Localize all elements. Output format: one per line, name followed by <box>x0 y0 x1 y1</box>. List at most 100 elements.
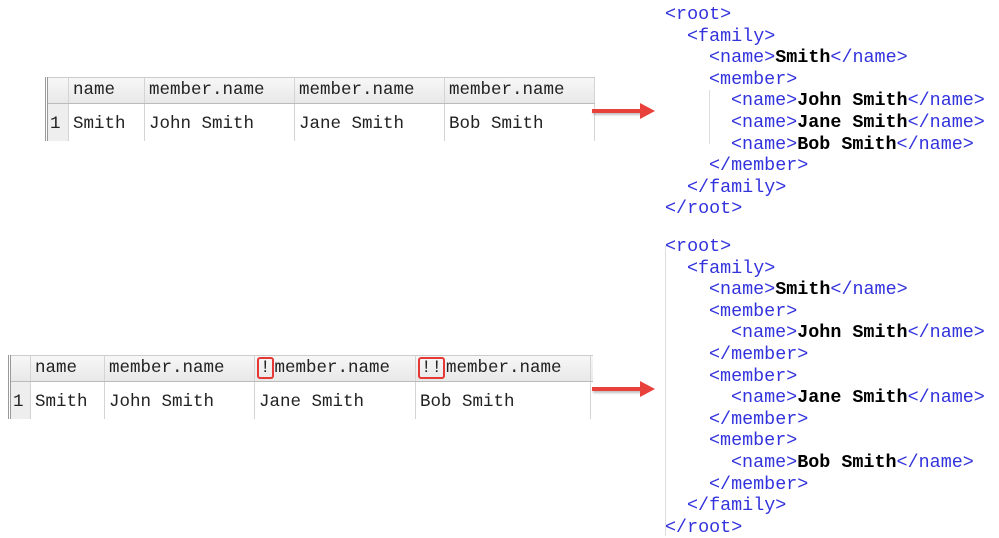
xml-tag: <name> <box>709 47 776 69</box>
xml-tag: <name> <box>731 133 798 155</box>
xml-line: <member> <box>665 69 985 91</box>
xml-line: <name>John Smith</name> <box>665 90 985 112</box>
column-header[interactable]: member.name <box>295 78 445 103</box>
xml-tag: </root> <box>665 198 743 220</box>
indent-guide <box>665 246 666 536</box>
xml-tag: <member> <box>709 68 798 90</box>
xml-tag: <root> <box>665 236 732 257</box>
xml-line: <member> <box>665 430 985 452</box>
xml-value: Bob Smith <box>797 451 897 473</box>
xml-line: <name>Jane Smith</name> <box>665 112 985 134</box>
prefix-highlight: ! <box>257 357 274 379</box>
xml-line: <name>John Smith</name> <box>665 322 985 344</box>
xml-line: <family> <box>665 258 985 280</box>
spreadsheet-table-2: name member.name !member.name !!member.n… <box>8 355 593 419</box>
xml-output-1: <root><family><name>Smith</name><member>… <box>665 4 985 220</box>
xml-line: <name>Bob Smith</name> <box>665 452 985 474</box>
xml-line: <name>Jane Smith</name> <box>665 387 985 409</box>
xml-close-tag: </name> <box>907 387 985 409</box>
table-cell[interactable]: Jane Smith <box>295 104 445 141</box>
table-row: 1 Smith John Smith Jane Smith Bob Smith <box>11 382 593 419</box>
prefix-highlight: !! <box>418 357 446 379</box>
xml-tag: </member> <box>709 408 809 430</box>
column-header[interactable]: name <box>31 356 105 381</box>
xml-tag: <name> <box>731 322 798 344</box>
xml-close-tag: </name> <box>896 451 974 473</box>
row-number: 1 <box>11 382 31 419</box>
xml-tag: </member> <box>709 155 809 177</box>
xml-value: Jane Smith <box>797 387 908 409</box>
column-header[interactable]: member.name <box>105 356 255 381</box>
spreadsheet-table-1: name member.name member.name member.name… <box>45 77 595 141</box>
xml-line: <family> <box>665 26 985 48</box>
xml-tag: </member> <box>709 473 809 495</box>
xml-tag: <family> <box>687 257 776 279</box>
xml-close-tag: </name> <box>896 133 974 155</box>
column-header-label: member.name <box>446 358 562 378</box>
xml-line: </member> <box>665 344 985 366</box>
table-cell[interactable]: John Smith <box>105 382 255 419</box>
xml-line: <name>Smith</name> <box>665 279 985 301</box>
column-header[interactable]: member.name <box>445 78 595 103</box>
xml-line: <member> <box>665 366 985 388</box>
xml-line: </member> <box>665 474 985 496</box>
xml-line: <name>Smith</name> <box>665 47 985 69</box>
xml-output-2: <root><family><name>Smith</name><member>… <box>665 236 985 538</box>
xml-close-tag: </name> <box>830 47 908 69</box>
row-number: 1 <box>48 104 69 141</box>
table-row: 1 Smith John Smith Jane Smith Bob Smith <box>48 104 595 141</box>
xml-tag: <member> <box>709 300 798 322</box>
xml-line: <member> <box>665 301 985 323</box>
table-cell[interactable]: Smith <box>31 382 105 419</box>
xml-tag: <name> <box>731 451 798 473</box>
xml-line: </family> <box>665 177 985 199</box>
xml-tag: <name> <box>709 279 776 301</box>
xml-close-tag: </name> <box>907 90 985 112</box>
xml-value: Smith <box>775 47 831 69</box>
xml-value: John Smith <box>797 322 908 344</box>
table-cell[interactable]: Smith <box>69 104 145 141</box>
xml-value: John Smith <box>797 90 908 112</box>
xml-tag: </root> <box>665 516 743 538</box>
xml-line: <root> <box>665 4 985 26</box>
xml-close-tag: </name> <box>907 111 985 133</box>
arrow-right-icon <box>592 103 656 119</box>
indent-guide <box>709 90 710 144</box>
xml-tag: <member> <box>709 430 798 452</box>
xml-tag: </family> <box>687 176 787 198</box>
column-header[interactable]: member.name <box>145 78 295 103</box>
column-header[interactable]: !!member.name <box>416 356 591 381</box>
table-cell[interactable]: Bob Smith <box>445 104 595 141</box>
xml-line: </root> <box>665 198 985 220</box>
xml-value: Jane Smith <box>797 111 908 133</box>
row-number-header <box>11 356 31 381</box>
xml-tag: <root> <box>665 4 732 25</box>
xml-tag: </family> <box>687 495 787 517</box>
arrow-right-icon <box>592 381 656 397</box>
header-row: name member.name member.name member.name <box>48 77 595 104</box>
header-row: name member.name !member.name !!member.n… <box>11 355 593 382</box>
xml-value: Smith <box>775 279 831 301</box>
column-header[interactable]: !member.name <box>255 356 416 381</box>
xml-value: Bob Smith <box>797 133 897 155</box>
table-cell[interactable]: Bob Smith <box>416 382 591 419</box>
xml-tag: <member> <box>709 365 798 387</box>
xml-line: <name>Bob Smith</name> <box>665 134 985 156</box>
xml-line: </root> <box>665 517 985 538</box>
xml-close-tag: </name> <box>907 322 985 344</box>
xml-line: <root> <box>665 236 985 258</box>
row-number-header <box>48 78 69 103</box>
xml-tag: <name> <box>731 90 798 112</box>
xml-close-tag: </name> <box>830 279 908 301</box>
xml-line: </member> <box>665 409 985 431</box>
xml-line: </member> <box>665 155 985 177</box>
column-header[interactable]: name <box>69 78 145 103</box>
table-cell[interactable]: Jane Smith <box>255 382 416 419</box>
xml-tag: </member> <box>709 343 809 365</box>
xml-tag: <name> <box>731 387 798 409</box>
table-cell[interactable]: John Smith <box>145 104 295 141</box>
xml-tag: <family> <box>687 25 776 47</box>
xml-tag: <name> <box>731 111 798 133</box>
xml-line: </family> <box>665 495 985 517</box>
column-header-label: member.name <box>274 358 391 378</box>
